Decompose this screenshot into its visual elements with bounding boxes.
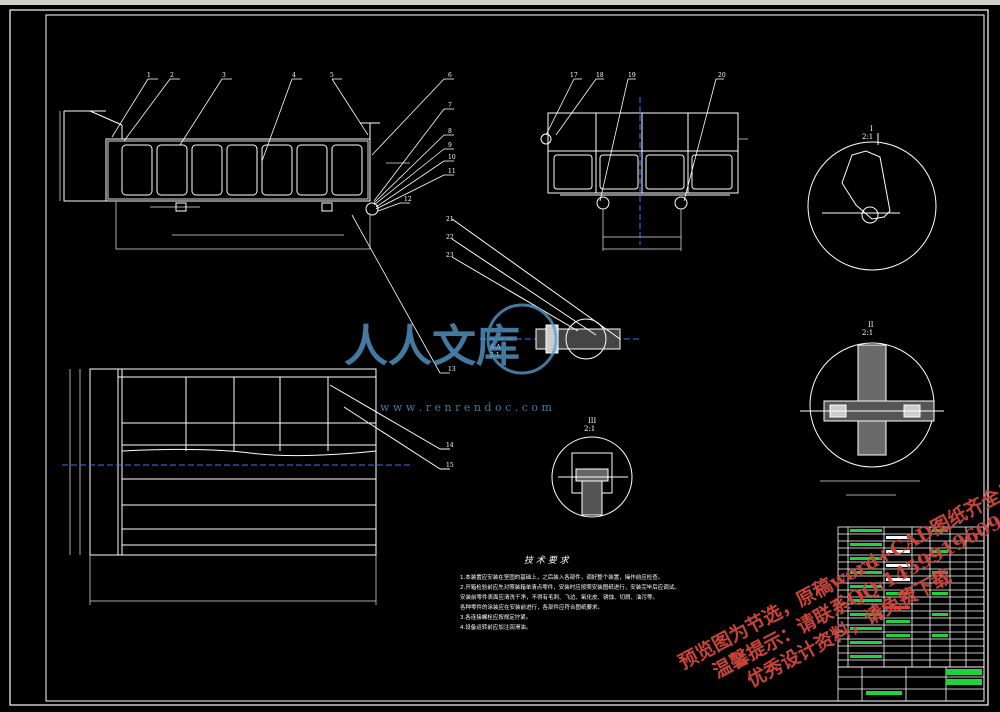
plan-view bbox=[62, 368, 450, 605]
callout-20: 20 bbox=[718, 72, 726, 79]
middle-callout-numbers: 21 22 23 A-A 2:1 bbox=[446, 216, 501, 359]
callout-5: 5 bbox=[330, 72, 334, 79]
parts-list bbox=[837, 526, 985, 668]
front-view bbox=[59, 110, 410, 250]
callout-12: 12 bbox=[404, 196, 412, 203]
detail-2-id: II bbox=[868, 321, 874, 329]
window-top-edge bbox=[0, 0, 1000, 5]
callout-19: 19 bbox=[628, 72, 636, 79]
callout-13: 13 bbox=[448, 366, 456, 373]
ext-label: A-A bbox=[489, 344, 501, 351]
side-view bbox=[540, 97, 748, 251]
detail-3-label: III 2:1 bbox=[584, 417, 597, 433]
detail-1-scale: 2:1 bbox=[862, 133, 873, 141]
tech-heading: 技 术 要 求 bbox=[524, 555, 570, 566]
callout-3: 3 bbox=[222, 72, 226, 79]
callout-17: 17 bbox=[570, 72, 578, 79]
callout-14: 14 bbox=[446, 442, 454, 449]
tech-line-4: 各种零件的涂装应在安装前进行，各部件应符合图纸要求。 bbox=[460, 603, 603, 611]
front-view-leaders bbox=[111, 78, 454, 374]
title-block bbox=[837, 666, 985, 702]
callout-7: 7 bbox=[448, 102, 452, 109]
watermark-url: w w w . r e n r e n d o c . c o m bbox=[380, 401, 552, 414]
inner-frame bbox=[45, 14, 985, 702]
ext-scale: 2:1 bbox=[490, 352, 500, 359]
tech-line-5: 3.各连接螺栓应按规定拧紧。 bbox=[460, 613, 531, 621]
side-callout-numbers: 17 18 19 20 bbox=[570, 72, 726, 79]
callout-11: 11 bbox=[448, 168, 456, 175]
detail-3-id: III bbox=[588, 417, 597, 425]
callout-9: 9 bbox=[448, 142, 452, 149]
callout-2: 2 bbox=[170, 72, 174, 79]
front-callout-numbers: 1 2 3 4 5 6 7 8 9 10 11 12 13 bbox=[147, 72, 456, 373]
callout-22: 22 bbox=[446, 234, 454, 241]
tech-line-6: 4.设备运转前应加注润滑油。 bbox=[460, 623, 531, 631]
callout-18: 18 bbox=[596, 72, 604, 79]
tech-line-1: 1.本装置应安装在坚固的基础上，之后装入各部件，调好整个装置，操作前应检查。 bbox=[460, 573, 663, 581]
detail-1-id: I bbox=[870, 125, 873, 133]
detail-2-label: II 2:1 bbox=[862, 321, 874, 337]
tech-line-3: 安装前零件表面应清洗干净，不得有毛刺、飞边、氧化皮、锈蚀、切屑、油污等。 bbox=[460, 593, 658, 601]
callout-1: 1 bbox=[147, 72, 151, 79]
detail-circle-3 bbox=[551, 436, 633, 518]
parts-list-fills bbox=[850, 529, 948, 658]
detail-1-label: I 2:1 bbox=[862, 125, 873, 141]
callout-4: 4 bbox=[292, 72, 296, 79]
watermark-cn: 人人文库 bbox=[344, 321, 520, 372]
callout-15: 15 bbox=[446, 462, 454, 469]
detail-circle-2 bbox=[800, 342, 944, 496]
callout-21: 21 bbox=[446, 216, 454, 223]
detail-2-scale: 2:1 bbox=[862, 329, 873, 337]
cad-drawing[interactable]: 1 2 3 4 5 6 7 8 9 10 11 12 13 bbox=[0, 5, 1000, 712]
callout-10: 10 bbox=[448, 154, 456, 161]
tech-line-2: 2.开箱检验前应先对照装箱单清点零件，安装时应按照安装图纸进行，安装完毕后应调试… bbox=[460, 583, 680, 591]
outer-frame bbox=[9, 9, 989, 706]
plan-callout-numbers: 14 15 bbox=[446, 442, 454, 469]
side-view-leaders bbox=[545, 78, 724, 202]
detail-circle-1 bbox=[807, 133, 937, 271]
callout-8: 8 bbox=[448, 128, 452, 135]
renrendoc-watermark: 人人文库 w w w . r e n r e n d o c . c o m bbox=[344, 303, 558, 414]
technical-requirements: 技 术 要 求 1.本装置应安装在坚固的基础上，之后装入各部件，调好整个装置，操… bbox=[460, 555, 680, 631]
detail-3-scale: 2:1 bbox=[584, 425, 595, 433]
callout-6: 6 bbox=[448, 72, 452, 79]
callout-23: 23 bbox=[446, 252, 454, 259]
